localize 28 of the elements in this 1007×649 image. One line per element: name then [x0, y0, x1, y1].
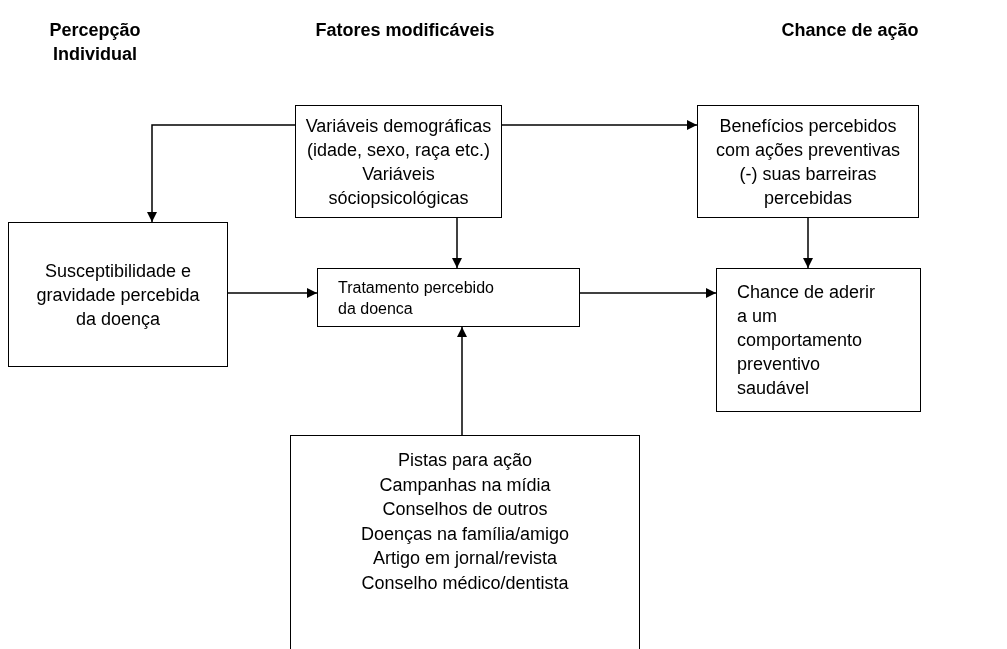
- process-box: [697, 105, 919, 218]
- process-box: [716, 268, 921, 412]
- column-heading: Percepção Individual: [48, 19, 142, 66]
- box-text: Susceptibilidade e gravidade percebida da doença: [35, 259, 201, 331]
- arrow: [803, 217, 813, 269]
- arrow: [457, 326, 467, 436]
- column-heading: Fatores modificáveis: [314, 19, 496, 42]
- process-box: [8, 222, 228, 367]
- box-text: Conselhos de outros: [382, 498, 548, 521]
- column-heading: Chance de ação: [780, 19, 920, 42]
- arrow: [227, 288, 318, 298]
- process-box: [317, 268, 580, 327]
- box-text: Artigo em jornal/revista: [372, 547, 558, 570]
- box-text: Campanhas na mídia: [379, 473, 551, 497]
- process-box: [290, 435, 640, 649]
- box-text: Doenças na família/amigo: [360, 522, 570, 546]
- arrow: [147, 124, 296, 223]
- box-text: Conselho médico/dentista: [361, 571, 569, 595]
- arrow: [579, 288, 717, 298]
- box-text: Variáveis demográficas (idade, sexo, raça etc.): [304, 114, 493, 162]
- process-box: [295, 105, 502, 218]
- box-text: Pistas para ação: [397, 449, 533, 472]
- box-text: Chance de aderir a um comportamento preventivo saudável: [737, 281, 877, 400]
- box-text: Tratamento percebido da doenca: [338, 277, 495, 319]
- arrow: [501, 120, 698, 130]
- box-text: Variáveis sóciopsicológicas: [327, 162, 470, 210]
- box-text: Benefícios percebidos com ações preventivas (-) suas barreiras percebidas: [714, 114, 902, 210]
- arrow: [452, 217, 462, 269]
